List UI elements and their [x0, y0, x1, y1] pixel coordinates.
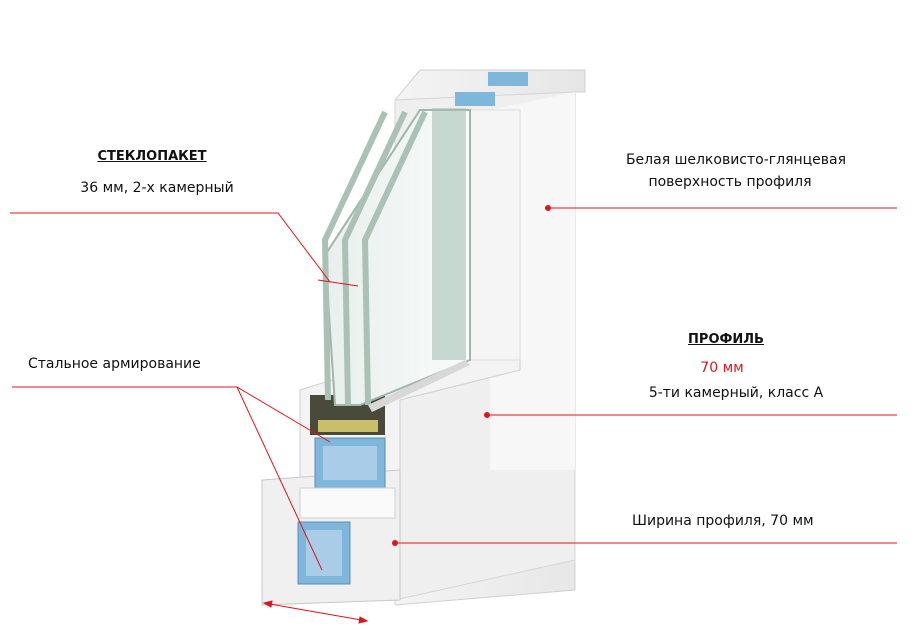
glass-leader	[10, 212, 331, 283]
glass-unit-desc: 36 мм, 2-х камерный	[80, 180, 234, 196]
profile-desc: 5-ти камерный, класс А	[648, 385, 824, 401]
reinforcement-leader-bottom	[236, 386, 323, 571]
frame	[261, 69, 586, 606]
glass-unit	[321, 108, 471, 412]
glass-width-arrow	[317, 279, 359, 287]
profile-title: ПРОФИЛЬ	[688, 332, 764, 347]
reinforcement-label: Стальное армирование	[28, 356, 201, 372]
leader-lines	[10, 205, 897, 624]
surface-line1: Белая шелковисто-глянцевая	[625, 152, 847, 168]
reinforcement-leader-top	[12, 386, 331, 443]
width-dimension-arrow	[263, 602, 368, 622]
profile-depth: 70 мм	[700, 360, 744, 376]
glass-unit-title: СТЕКЛОПАКЕТ	[97, 149, 207, 164]
width-label: Ширина профиля, 70 мм	[632, 513, 814, 529]
surface-line2: поверхность профиля	[648, 174, 812, 190]
